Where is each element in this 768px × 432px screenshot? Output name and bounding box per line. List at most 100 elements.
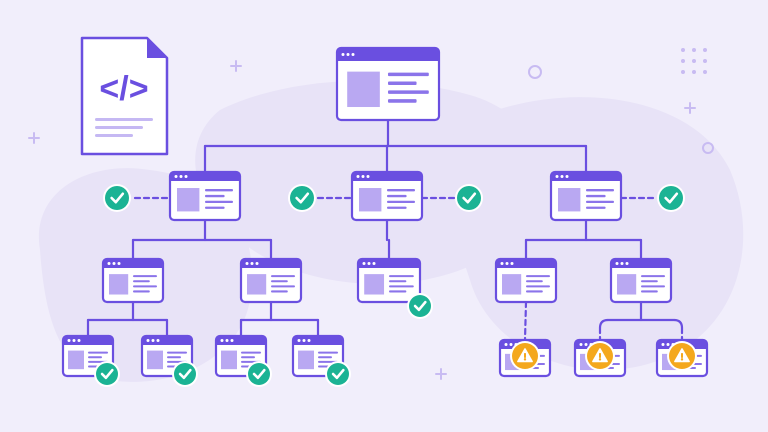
plus-decoration (684, 102, 696, 114)
window-titlebar (216, 336, 266, 345)
window-dot (367, 262, 371, 265)
check-circle-icon (325, 361, 351, 387)
text-line (271, 280, 288, 283)
window-titlebar (103, 259, 163, 268)
check-circle-icon (246, 361, 272, 387)
window-titlebar (496, 259, 556, 268)
text-line (526, 275, 550, 278)
connector-line (598, 318, 609, 329)
text-line (586, 189, 614, 192)
code-file-icon: </> (80, 36, 169, 156)
window-dot (366, 175, 370, 178)
window-titlebar (241, 259, 301, 268)
window-titlebar (337, 48, 439, 61)
window-dot (230, 339, 234, 342)
text-line (133, 290, 150, 293)
page-window-node[interactable] (609, 257, 673, 304)
window-dot (351, 53, 355, 56)
window-dot (504, 343, 508, 346)
window-dot (579, 343, 583, 346)
window-dot (220, 339, 224, 342)
page-window-node[interactable] (549, 170, 623, 222)
warning-icon (585, 341, 615, 371)
window-dot (146, 339, 150, 342)
text-line (641, 285, 665, 288)
plus-decoration (28, 132, 40, 144)
window-dot (372, 262, 376, 265)
window-dot (117, 262, 121, 265)
text-line (586, 200, 614, 204)
file-text-line (95, 118, 153, 121)
window-dot (255, 262, 259, 265)
window-dot (625, 262, 629, 265)
page-window-node[interactable] (239, 257, 303, 304)
check-circle-icon (657, 184, 685, 212)
text-line (241, 351, 261, 354)
window-dot (174, 175, 178, 178)
window-dot (661, 343, 665, 346)
check-circle-icon (172, 361, 198, 387)
text-line (389, 280, 407, 283)
plus-decoration (435, 368, 447, 380)
text-line (641, 280, 658, 283)
window-dot (307, 339, 311, 342)
code-glyph: </> (99, 70, 148, 108)
window-dot (560, 175, 564, 178)
text-line (205, 200, 233, 204)
window-dot (297, 339, 301, 342)
warning-icon (667, 341, 697, 371)
window-dot (361, 175, 365, 178)
image-placeholder (247, 274, 267, 295)
text-line (205, 206, 225, 209)
text-line (586, 194, 606, 198)
file-text-line (95, 126, 143, 129)
ring-decoration (528, 65, 542, 79)
connector-line (673, 318, 684, 329)
text-line (641, 290, 658, 293)
window-dot (112, 262, 116, 265)
page-window-node[interactable] (168, 170, 242, 222)
page-window-node[interactable] (335, 46, 441, 122)
window-titlebar (170, 172, 240, 181)
page-window-node[interactable] (494, 257, 558, 304)
text-line (271, 285, 295, 288)
text-line (271, 275, 295, 278)
window-dot (250, 262, 254, 265)
window-dot (584, 343, 588, 346)
window-dot (156, 339, 160, 342)
image-placeholder (558, 188, 581, 212)
page-window-node[interactable] (350, 170, 424, 222)
window-titlebar (352, 172, 422, 181)
page-window-node[interactable] (101, 257, 165, 304)
window-dot (341, 53, 345, 56)
page-window-node[interactable] (356, 257, 422, 304)
text-line (389, 290, 407, 293)
window-dot (302, 339, 306, 342)
text-line (526, 290, 543, 293)
window-dot (151, 339, 155, 342)
text-line (586, 206, 606, 209)
window-dot (362, 262, 366, 265)
window-dot (500, 262, 504, 265)
window-dot (615, 262, 619, 265)
text-line (318, 356, 332, 359)
image-placeholder (109, 274, 129, 295)
window-titlebar (293, 336, 343, 345)
decorations (28, 48, 714, 380)
text-line (133, 280, 150, 283)
image-placeholder (617, 274, 637, 295)
check-circle-icon (288, 184, 316, 212)
window-dot (72, 339, 76, 342)
text-line (388, 99, 417, 103)
text-line (205, 194, 225, 198)
ring-decoration (702, 142, 714, 154)
file-fold (147, 38, 167, 58)
image-placeholder (147, 350, 163, 370)
window-dot (510, 262, 514, 265)
check-circle-icon (407, 293, 433, 319)
window-dot (666, 343, 670, 346)
text-line (526, 285, 550, 288)
text-line (318, 351, 338, 354)
blob-right (442, 97, 744, 371)
